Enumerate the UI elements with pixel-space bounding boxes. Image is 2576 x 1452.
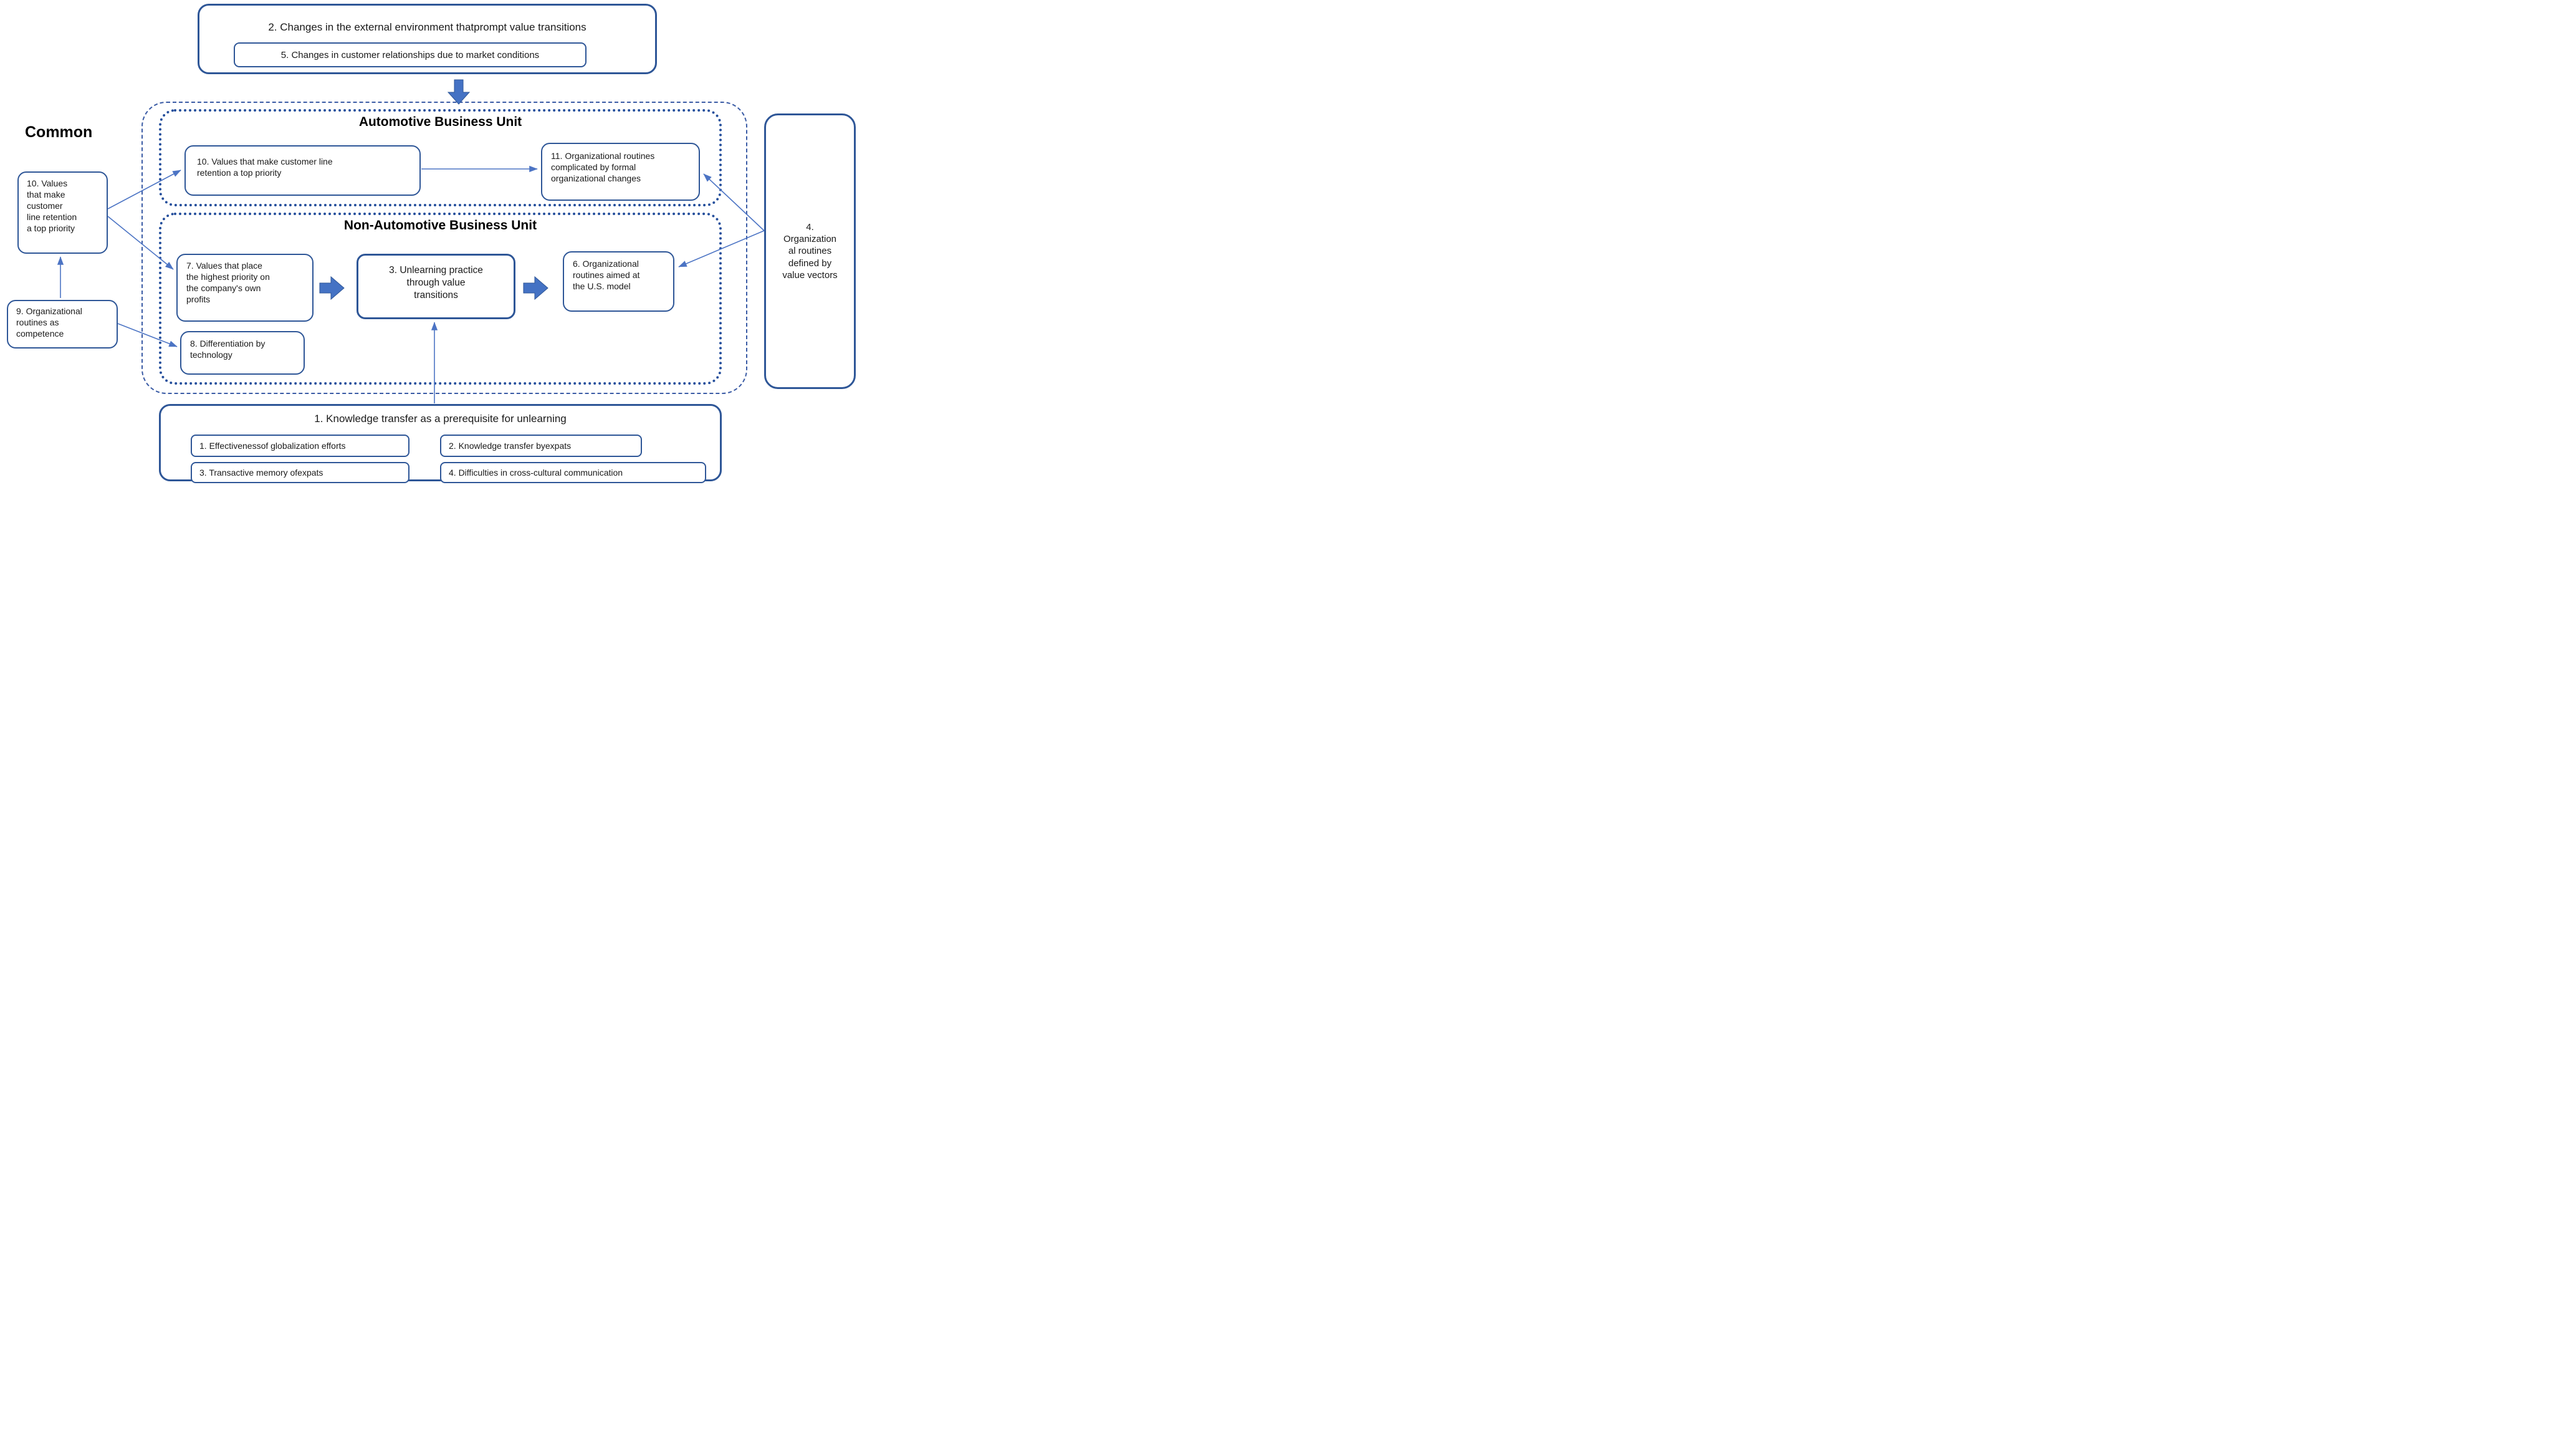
- chip-2-label: 2. Knowledge transfer byexpats: [449, 441, 572, 451]
- fat-down-arrow-external-to-units: [447, 79, 471, 105]
- box-3-unlearning-practice: 3. Unlearning practice through value tra…: [357, 254, 515, 319]
- box-1-title: 1. Knowledge transfer as a prerequisite …: [314, 413, 567, 425]
- box-2-label: 2. Changes in the external environment t…: [268, 21, 587, 33]
- box-9-label: 9. Organizational routines as competence: [16, 306, 82, 339]
- box-5-label: 5. Changes in customer relationships due…: [280, 50, 540, 60]
- common-label: Common: [25, 123, 93, 141]
- chip-effectiveness-globalization: 1. Effectivenessof globalization efforts: [191, 435, 409, 457]
- automotive-unit-title: Automotive Business Unit: [358, 115, 522, 129]
- box-5-customer-relationships: 5. Changes in customer relationships due…: [234, 42, 587, 67]
- chip-transactive-memory: 3. Transactive memory ofexpats: [191, 462, 409, 483]
- box-6-label: 6. Organizational routines aimed at the …: [573, 259, 640, 291]
- chip-3-label: 3. Transactive memory ofexpats: [199, 468, 323, 478]
- box-11-routines-complicated: 11. Organizational routines complicated …: [541, 143, 700, 201]
- box-2-external-environment: 2. Changes in the external environment t…: [198, 4, 657, 74]
- box-9-routines-competence: 9. Organizational routines as competence: [7, 300, 118, 349]
- non-automotive-unit-container: [159, 213, 722, 385]
- box-11-label: 11. Organizational routines complicated …: [551, 151, 655, 183]
- box-10-automotive-label: 10. Values that make customer line reten…: [197, 156, 333, 178]
- chip-4-label: 4. Difficulties in cross-cultural commun…: [449, 468, 623, 478]
- box-4-value-vector-routines: 4. Organization al routines defined by v…: [764, 113, 856, 389]
- box-8-differentiation: 8. Differentiation by technology: [180, 331, 305, 375]
- box-10-common-label: 10. Values that make customer line reten…: [27, 178, 77, 233]
- box-4-label: 4. Organization al routines defined by v…: [782, 222, 838, 281]
- box-10-common-values: 10. Values that make customer line reten…: [17, 171, 108, 254]
- box-10-automotive-values: 10. Values that make customer line reten…: [184, 145, 421, 196]
- box-3-label: 3. Unlearning practice through value tra…: [389, 265, 483, 300]
- box-7-label: 7. Values that place the highest priorit…: [186, 261, 270, 304]
- automotive-unit-container: [159, 109, 722, 206]
- non-automotive-unit-title: Non-Automotive Business Unit: [343, 218, 537, 233]
- chip-cross-cultural: 4. Difficulties in cross-cultural commun…: [440, 462, 706, 483]
- chip-knowledge-transfer-expats: 2. Knowledge transfer byexpats: [440, 435, 642, 457]
- chip-1-label: 1. Effectivenessof globalization efforts: [199, 441, 346, 451]
- box-7-company-profit-values: 7. Values that place the highest priorit…: [176, 254, 314, 322]
- unlearning-diagram: Automotive Business Unit Non-Automotive …: [0, 0, 859, 484]
- box-6-us-model-routines: 6. Organizational routines aimed at the …: [563, 251, 674, 312]
- box-8-label: 8. Differentiation by technology: [190, 339, 266, 360]
- box-1-knowledge-transfer: 1. Knowledge transfer as a prerequisite …: [159, 404, 722, 483]
